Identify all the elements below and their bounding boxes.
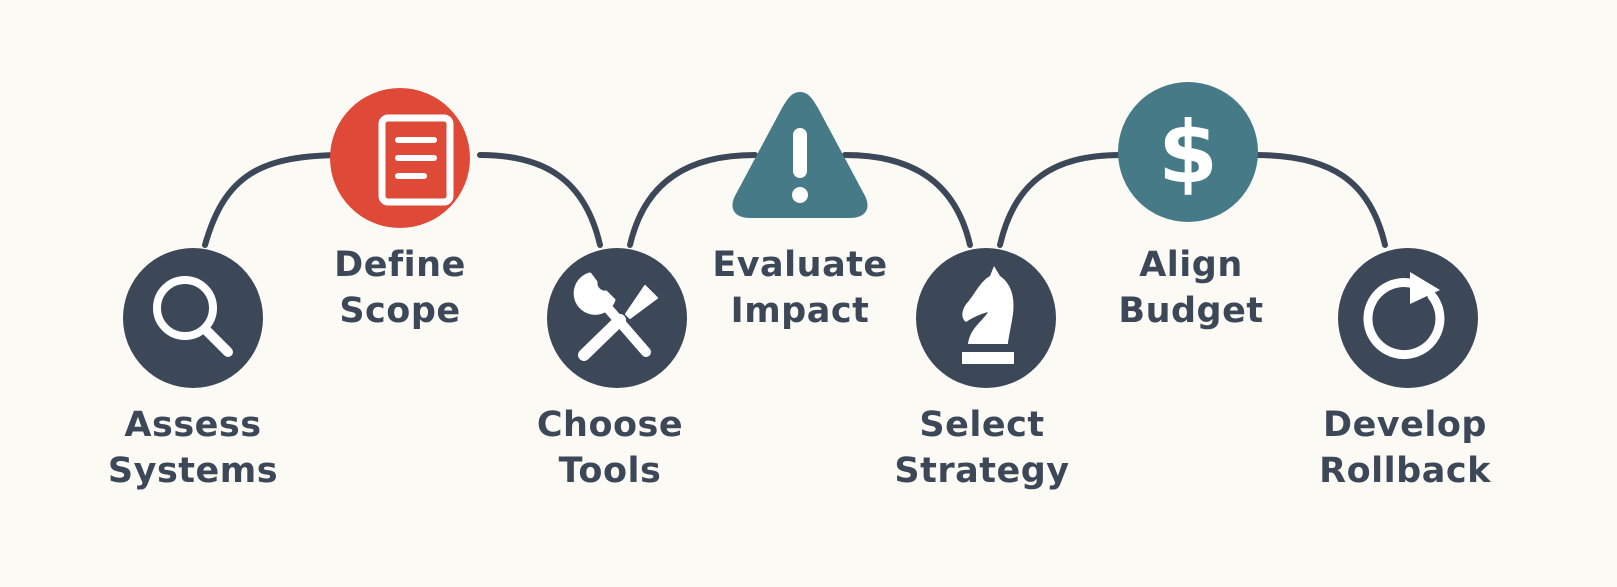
step-node-choose	[547, 248, 687, 388]
step-node-align: $	[1118, 82, 1258, 222]
wrench-screwdriver-icon	[573, 272, 658, 361]
step-label-line: Select	[919, 405, 1045, 445]
step-node-assess	[123, 248, 263, 388]
step-label-line: Choose	[536, 405, 684, 445]
step-label-choose: Choose Tools	[490, 402, 730, 494]
document-icon	[378, 114, 454, 206]
step-label-line: Evaluate	[712, 245, 888, 285]
connector-4-5	[842, 152, 973, 248]
step-label-assess: Assess Systems	[73, 402, 313, 494]
step-label-line: Align	[1139, 245, 1243, 285]
magnifier-icon	[153, 276, 233, 357]
step-label-line: Tools	[558, 451, 662, 491]
step-label-select: Select Strategy	[862, 402, 1102, 494]
chess-knight-icon	[962, 266, 1014, 364]
step-label-line: Assess	[124, 405, 262, 445]
connector-6-7	[1252, 152, 1388, 248]
step-label-define: Define Scope	[280, 242, 520, 334]
step-label-line: Rollback	[1319, 451, 1491, 491]
step-label-align: Align Budget	[1071, 242, 1311, 334]
connector-1-2	[202, 152, 348, 248]
step-label-develop: Develop Rollback	[1285, 402, 1525, 494]
step-node-develop	[1338, 248, 1478, 388]
step-label-line: Systems	[107, 451, 279, 491]
connector-2-3	[477, 152, 603, 248]
step-label-line: Budget	[1118, 291, 1264, 331]
step-label-evaluate: Evaluate Impact	[680, 242, 920, 334]
exclamation-icon	[792, 128, 808, 203]
refresh-icon	[1363, 272, 1445, 360]
dollar-icon: $	[1158, 103, 1218, 203]
step-label-line: Impact	[730, 291, 870, 331]
step-node-select	[916, 248, 1056, 388]
step-label-line: Strategy	[894, 451, 1070, 491]
step-node-define	[330, 88, 470, 228]
step-node-evaluate	[732, 92, 868, 218]
step-label-line: Define	[334, 245, 466, 285]
connector-5-6	[997, 152, 1123, 248]
step-label-line: Scope	[339, 291, 461, 331]
connector-3-4	[627, 152, 758, 248]
step-label-line: Develop	[1323, 405, 1487, 445]
